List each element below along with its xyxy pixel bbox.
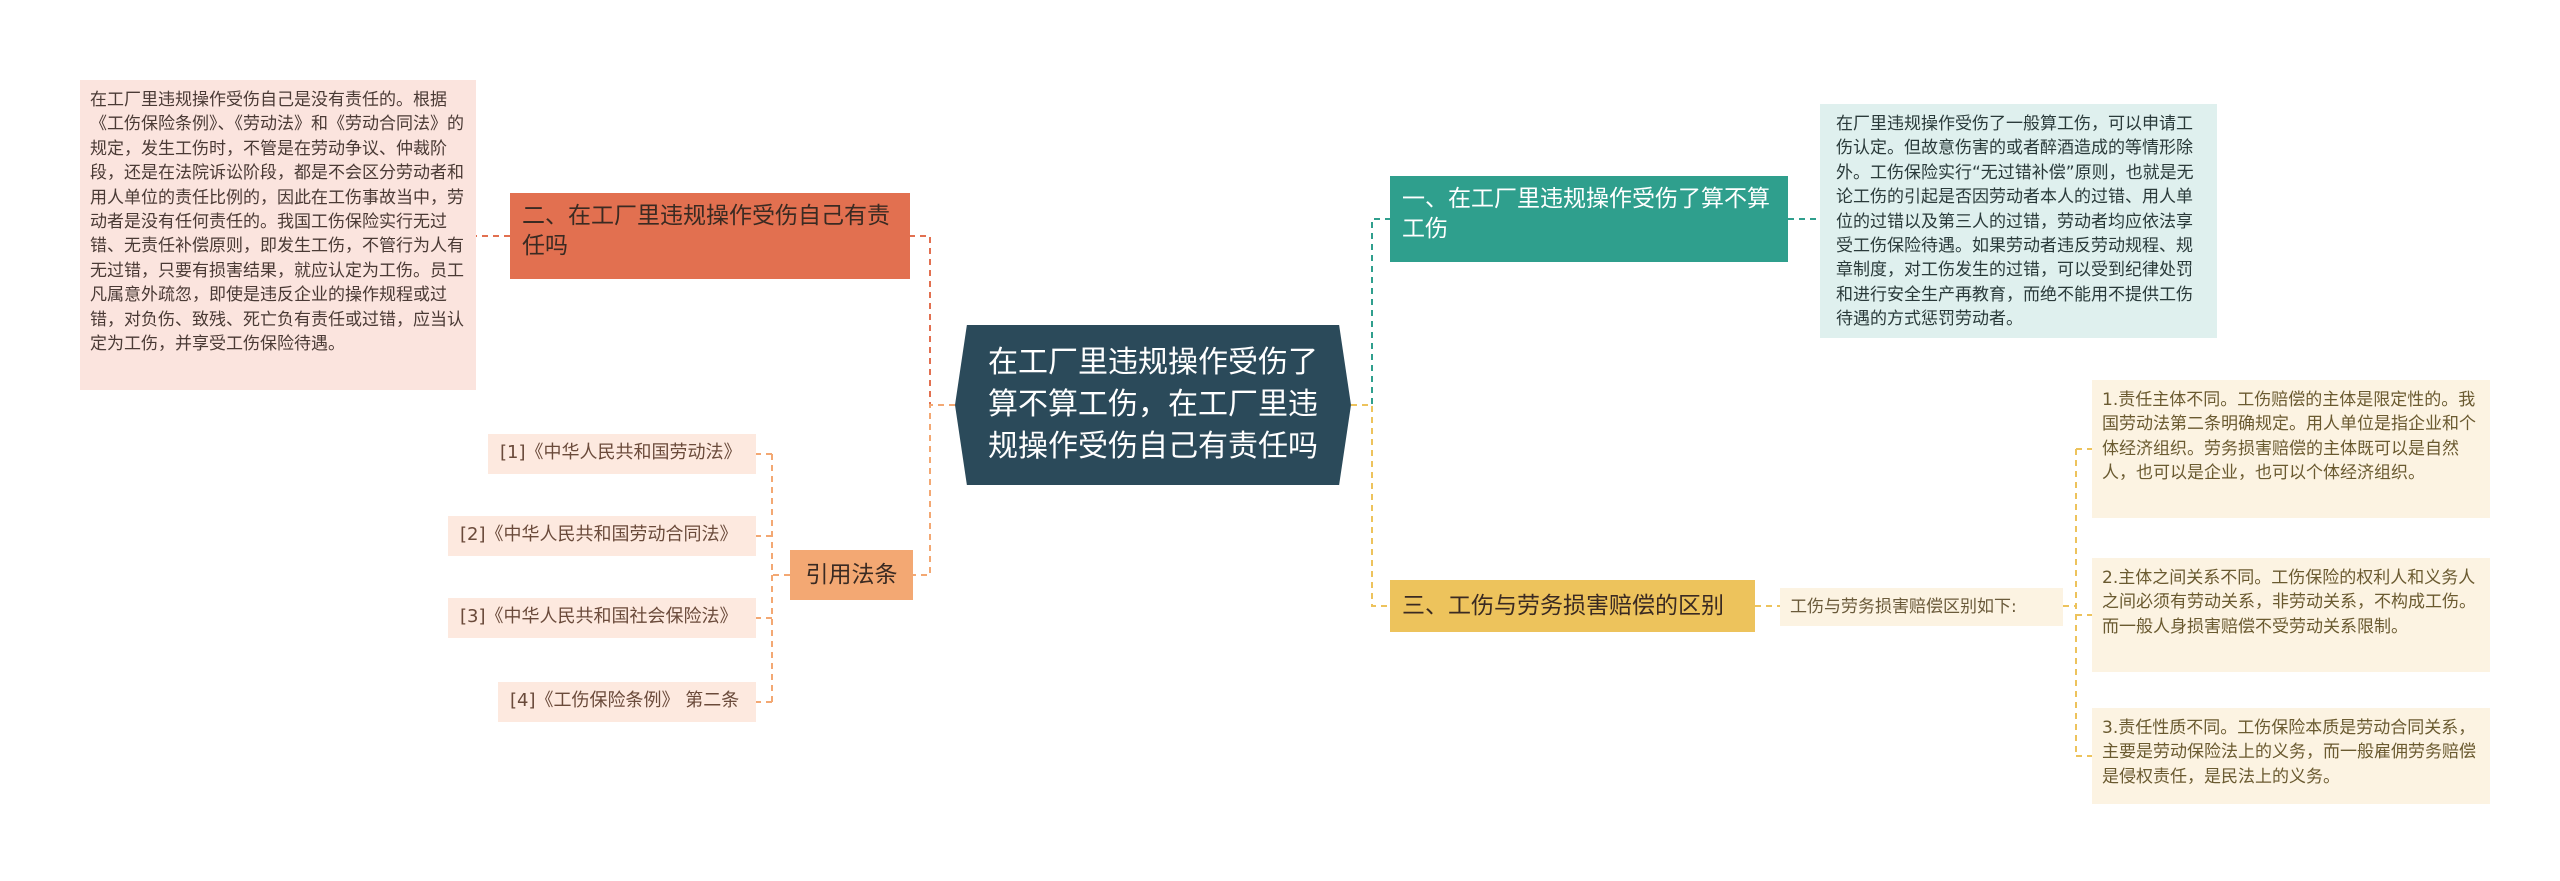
- branch-responsibility[interactable]: 二、在工厂里违规操作受伤自己有责任吗: [510, 193, 910, 279]
- responsibility-detail-text: 在工厂里违规操作受伤自己是没有责任的。根据《工伤保险条例》、《劳动法》和《劳动合…: [90, 90, 464, 355]
- branch-cited-laws-label: 引用法条: [805, 562, 898, 588]
- branch-cited-laws[interactable]: 引用法条: [790, 550, 913, 600]
- link-laws: [756, 453, 790, 703]
- law-item[interactable]: [3]《中华人民共和国社会保险法》: [448, 598, 756, 638]
- law-item[interactable]: [2]《中华人民共和国劳动合同法》: [448, 516, 756, 556]
- law-item-label: [4]《工伤保险条例》 第二条: [510, 690, 740, 711]
- difference-point-text: 3.责任性质不同。工伤保险本质是劳动合同关系，主要是劳动保险法上的义务，而一般雇…: [2102, 718, 2476, 787]
- law-item[interactable]: [4]《工伤保险条例》 第二条: [498, 682, 756, 722]
- root-topic[interactable]: 在工厂里违规操作受伤了算不算工伤，在工厂里违规操作受伤自己有责任吗: [955, 325, 1351, 485]
- law-item-label: [2]《中华人民共和国劳动合同法》: [460, 524, 738, 545]
- link-root-right-bottom: [1351, 404, 1390, 607]
- difference-point[interactable]: 1.责任主体不同。工伤赔偿的主体是限定性的。我国劳动法第二条明确规定。用人单位是…: [2092, 380, 2490, 518]
- branch-is-work-injury[interactable]: 一、在工厂里违规操作受伤了算不算工伤: [1390, 176, 1788, 262]
- differences-intro-label: 工伤与劳务损害赔偿区别如下:: [1790, 597, 2017, 617]
- law-item-label: [1]《中华人民共和国劳动法》: [500, 442, 742, 463]
- differences-intro[interactable]: 工伤与劳务损害赔偿区别如下:: [1780, 588, 2063, 626]
- link-root-left-bottom: [913, 404, 955, 576]
- link-points: [2063, 448, 2092, 757]
- branch-differences-label: 三、工伤与劳务损害赔偿的区别: [1402, 593, 1724, 619]
- branch-differences[interactable]: 三、工伤与劳务损害赔偿的区别: [1390, 580, 1755, 632]
- difference-point-text: 1.责任主体不同。工伤赔偿的主体是限定性的。我国劳动法第二条明确规定。用人单位是…: [2102, 390, 2476, 484]
- law-item-label: [3]《中华人民共和国社会保险法》: [460, 606, 738, 627]
- work-injury-detail-text: 在厂里违规操作受伤了一般算工伤，可以申请工伤认定。但故意伤害的或者醉酒造成的等情…: [1836, 114, 2194, 330]
- work-injury-detail: 在厂里违规操作受伤了一般算工伤，可以申请工伤认定。但故意伤害的或者醉酒造成的等情…: [1820, 104, 2217, 338]
- difference-point[interactable]: 3.责任性质不同。工伤保险本质是劳动合同关系，主要是劳动保险法上的义务，而一般雇…: [2092, 708, 2490, 804]
- root-title: 在工厂里违规操作受伤了算不算工伤，在工厂里违规操作受伤自己有责任吗: [988, 345, 1318, 464]
- law-item[interactable]: [1]《中华人民共和国劳动法》: [488, 434, 756, 474]
- branch-responsibility-label: 二、在工厂里违规操作受伤自己有责任吗: [522, 203, 890, 259]
- responsibility-detail: 在工厂里违规操作受伤自己是没有责任的。根据《工伤保险条例》、《劳动法》和《劳动合…: [80, 80, 476, 390]
- difference-point[interactable]: 2.主体之间关系不同。工伤保险的权利人和义务人之间必须有劳动关系，非劳动关系，不…: [2092, 558, 2490, 672]
- branch-is-work-injury-label: 一、在工厂里违规操作受伤了算不算工伤: [1402, 186, 1770, 242]
- difference-point-text: 2.主体之间关系不同。工伤保险的权利人和义务人之间必须有劳动关系，非劳动关系，不…: [2102, 568, 2476, 637]
- link-root-left-top: [910, 235, 955, 406]
- link-root-right-top: [1351, 218, 1390, 406]
